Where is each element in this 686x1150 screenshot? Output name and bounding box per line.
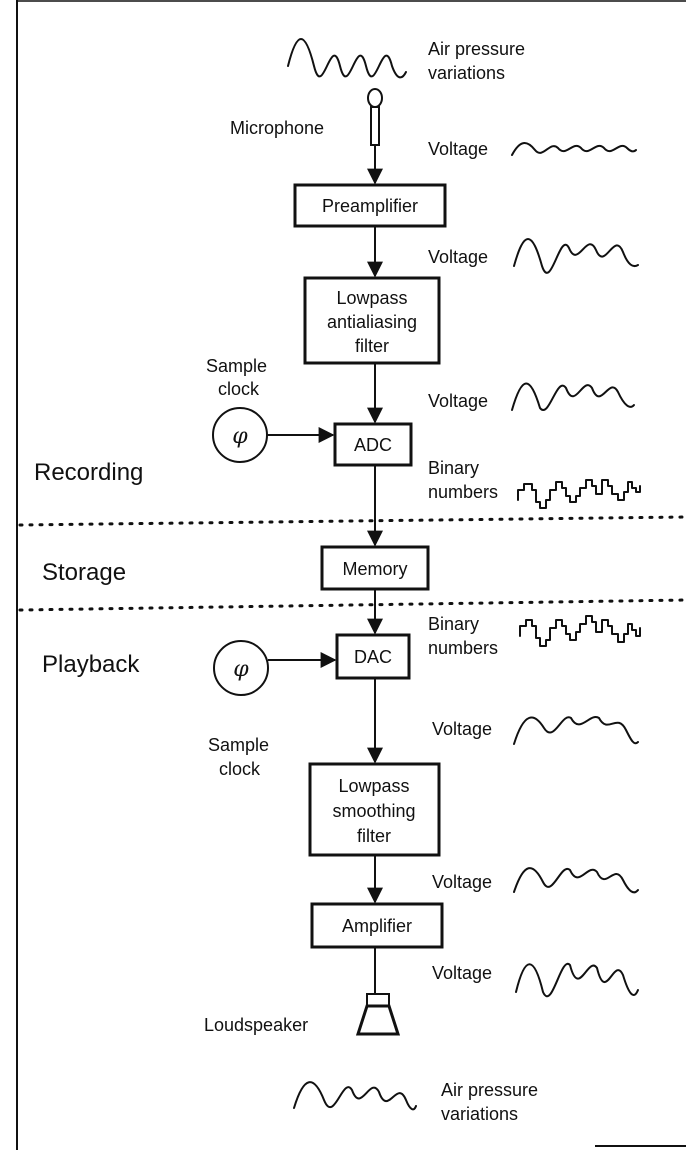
waveform-voltage-1: [511, 142, 637, 156]
smoothing-line3: filter: [357, 826, 391, 846]
memory-box: Memory: [320, 545, 430, 591]
section-label-storage: Storage: [42, 559, 126, 586]
section-label-playback: Playback: [42, 651, 140, 678]
playback-clock-label-line1: Sample: [208, 735, 269, 755]
smoothing-filter-box: Lowpass smoothing filter: [308, 762, 441, 857]
voltage-label-6: Voltage: [432, 963, 492, 983]
antialiasing-line1: Lowpass: [336, 288, 407, 308]
recording-clock-label-line1: Sample: [206, 356, 267, 376]
voltage-label-1: Voltage: [428, 139, 488, 159]
loudspeaker-icon: [355, 993, 401, 1036]
separator-recording-storage: [18, 515, 686, 527]
microphone-label: Microphone: [230, 118, 324, 138]
antialiasing-filter-box: Lowpass antialiasing filter: [303, 276, 441, 365]
recording-clock-symbol: φ: [232, 424, 248, 449]
separator-storage-playback: [18, 598, 686, 612]
waveform-voltage-3: [511, 382, 635, 412]
waveform-binary-recording: [517, 479, 641, 509]
waveform-voltage-6: [515, 962, 639, 997]
microphone-icon: [367, 88, 383, 146]
recording-clock-label-line2: clock: [218, 379, 260, 399]
waveform-voltage-2: [513, 238, 639, 274]
waveform-voltage-5: [513, 867, 639, 894]
waveform-binary-playback: [519, 615, 641, 647]
waveform-voltage-4: [513, 716, 639, 745]
voltage-label-4: Voltage: [432, 719, 492, 739]
voltage-label-3: Voltage: [428, 391, 488, 411]
dac-box: DAC: [335, 633, 411, 680]
voltage-label-2: Voltage: [428, 247, 488, 267]
playback-clock-label-line2: clock: [219, 759, 261, 779]
amplifier-label: Amplifier: [342, 916, 412, 936]
section-label-recording: Recording: [34, 459, 143, 486]
playback-clock-symbol: φ: [233, 657, 249, 682]
memory-label: Memory: [342, 559, 407, 579]
playback-sample-clock: φ: [213, 640, 269, 696]
preamplifier-label: Preamplifier: [322, 196, 418, 216]
adc-label: ADC: [354, 435, 392, 455]
loudspeaker-label: Loudspeaker: [204, 1015, 308, 1035]
air-pressure-top-line1: Air pressure: [428, 39, 525, 59]
air-pressure-bottom-line1: Air pressure: [441, 1080, 538, 1100]
voltage-label-5: Voltage: [432, 872, 492, 892]
binary-rec-line2: numbers: [428, 482, 498, 502]
amplifier-box: Amplifier: [310, 902, 444, 949]
antialiasing-line3: filter: [355, 336, 389, 356]
air-pressure-bottom-line2: variations: [441, 1104, 518, 1124]
binary-play-line2: numbers: [428, 638, 498, 658]
adc-box: ADC: [333, 422, 413, 467]
antialiasing-line2: antialiasing: [327, 312, 417, 332]
preamplifier-box: Preamplifier: [293, 183, 447, 228]
smoothing-line2: smoothing: [332, 801, 415, 821]
waveform-air-pressure-top: [287, 38, 407, 79]
binary-rec-line1: Binary: [428, 458, 479, 478]
smoothing-line1: Lowpass: [338, 776, 409, 796]
air-pressure-top-line2: variations: [428, 63, 505, 83]
binary-play-line1: Binary: [428, 614, 479, 634]
dac-label: DAC: [354, 647, 392, 667]
waveform-air-pressure-bottom: [293, 1081, 417, 1111]
recording-sample-clock: φ: [212, 407, 268, 463]
